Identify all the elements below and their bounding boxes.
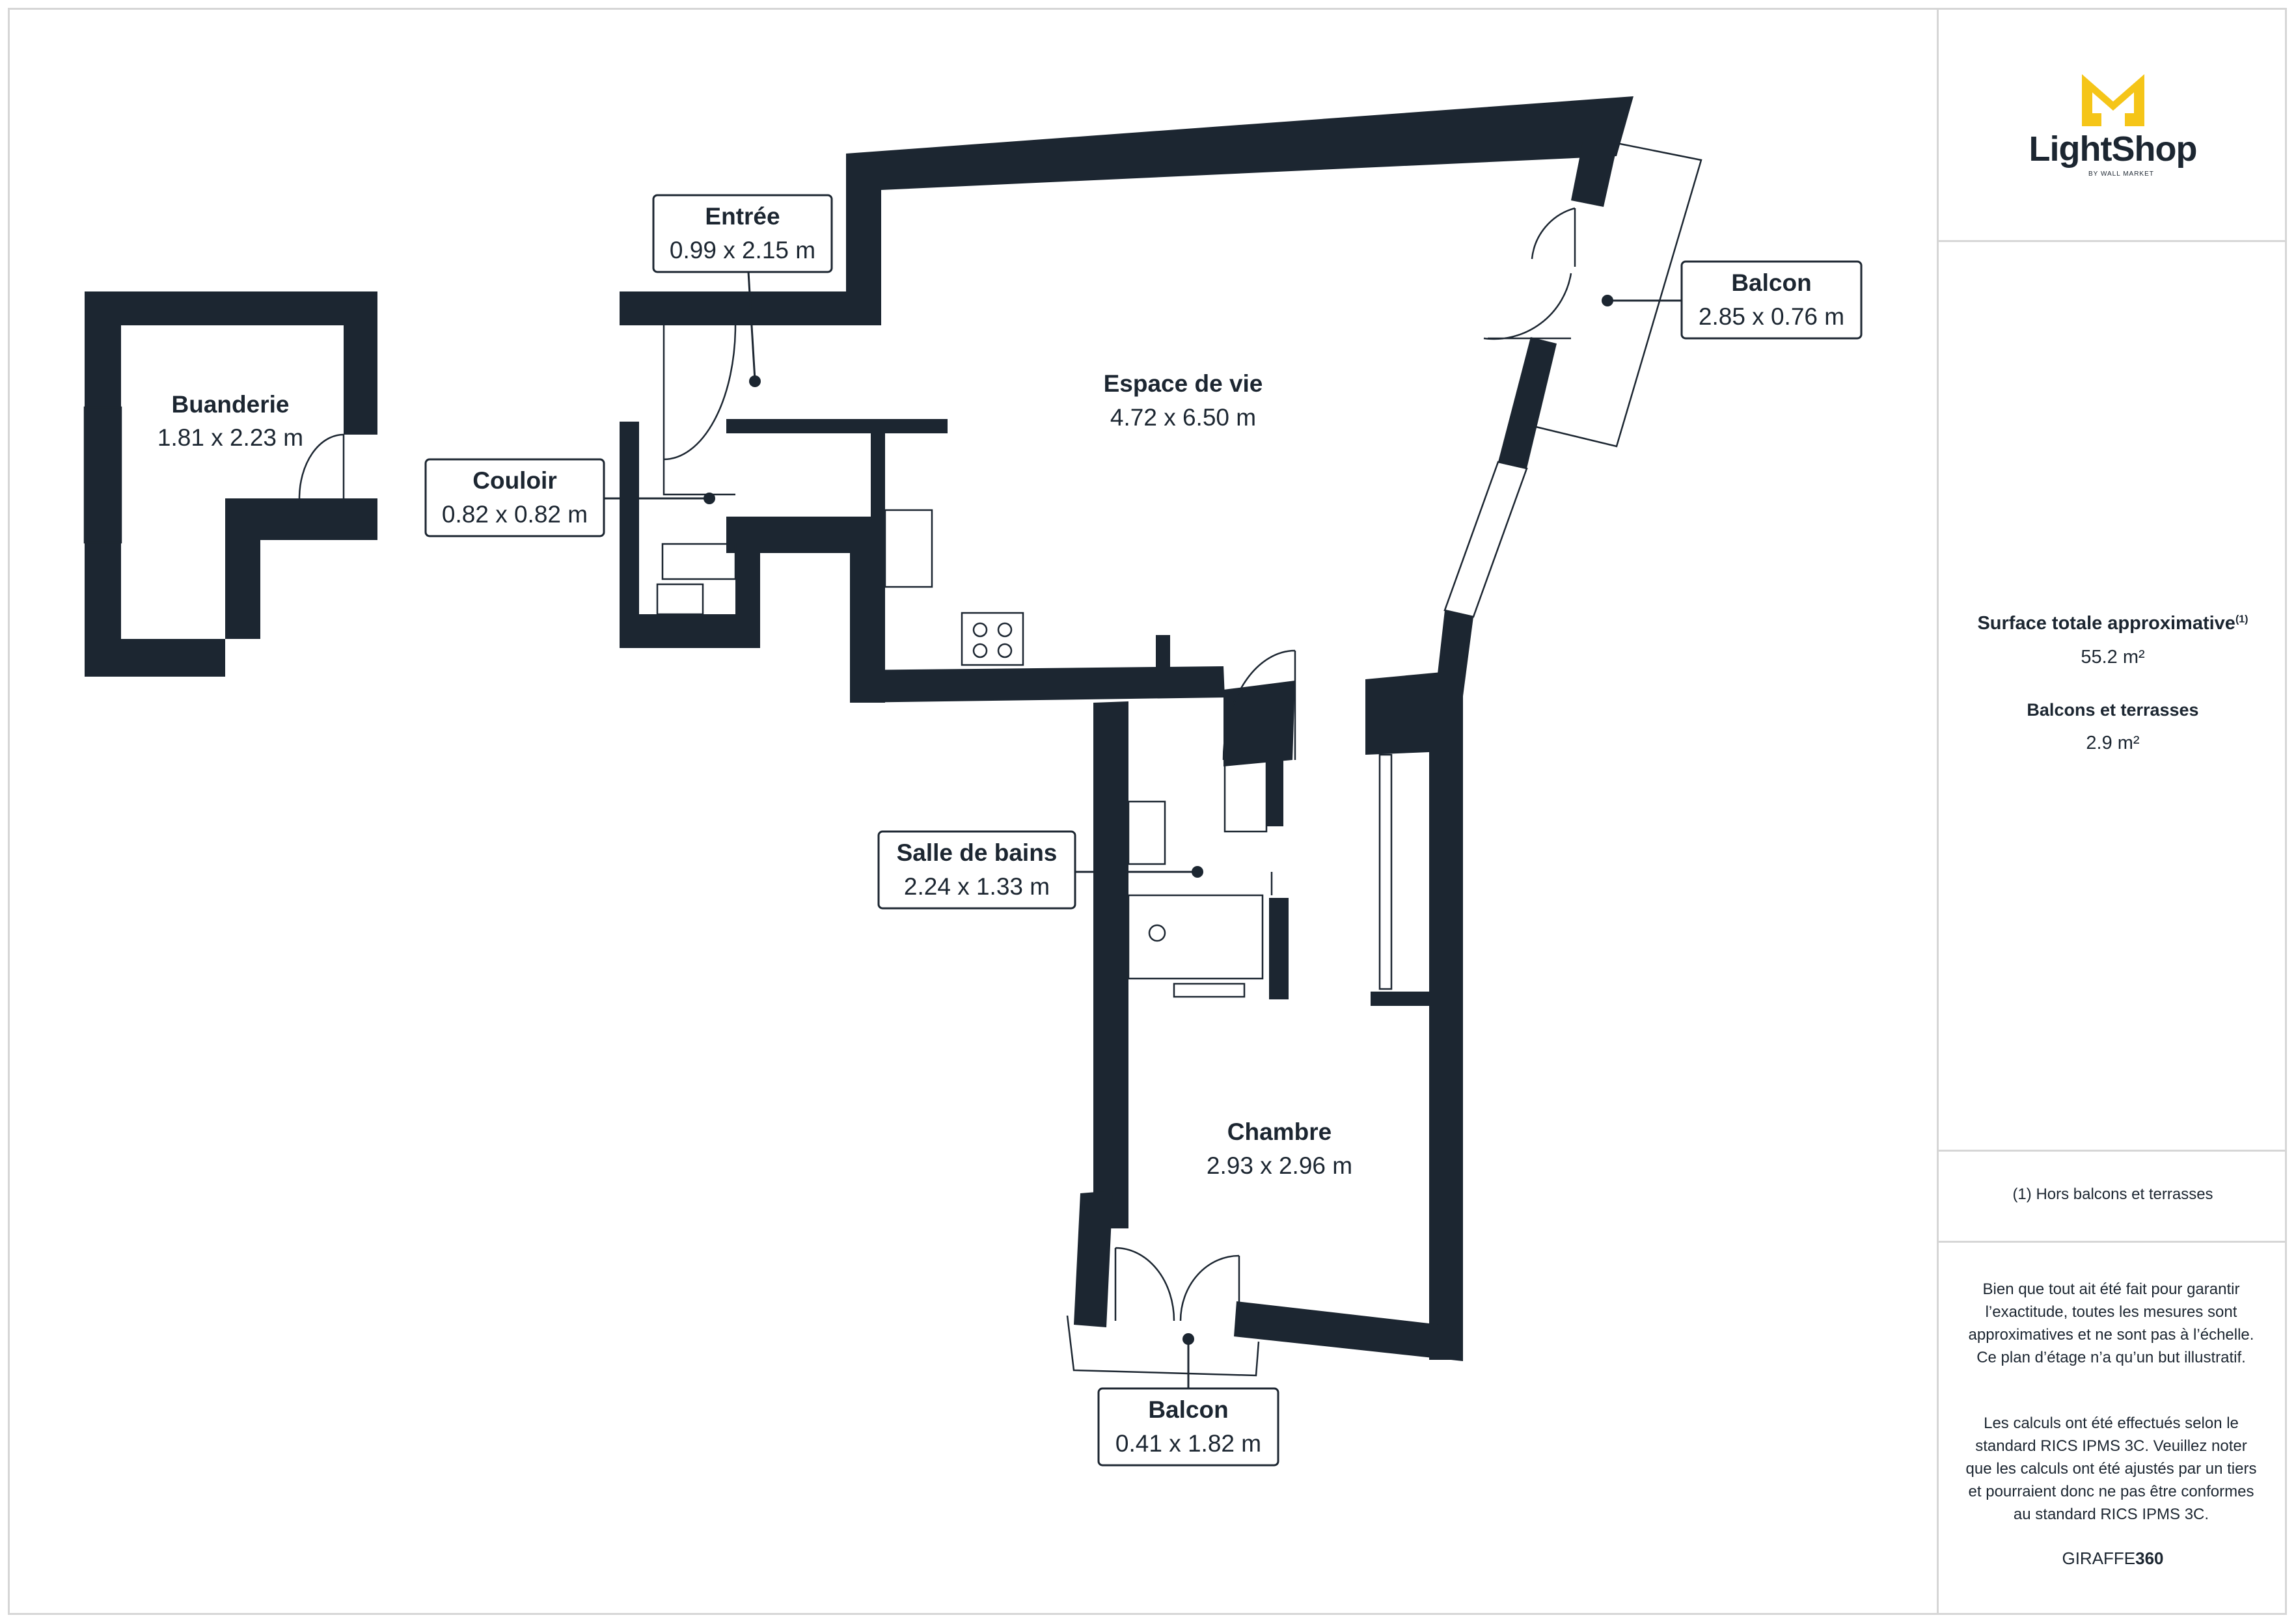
- floor-plan: Entrée 0.99 x 2.15 m Buanderie 1.81 x 2.…: [83, 96, 1863, 1467]
- page-frame: [8, 8, 2287, 1615]
- room-buanderie: Buanderie 1.81 x 2.23 m: [157, 391, 303, 451]
- footnote-mark: (1): [2235, 614, 2248, 625]
- balcony-bottom: [1066, 1315, 1260, 1377]
- logo-subtitle: BY WALL MARKET: [2088, 170, 2154, 178]
- room-name: Salle de bains: [897, 839, 1058, 866]
- balcony-bottom-door: [1114, 1247, 1240, 1321]
- hob: [961, 612, 1024, 666]
- room-dims: 1.81 x 2.23 m: [157, 424, 303, 451]
- room-dims: 2.85 x 0.76 m: [1699, 303, 1844, 330]
- room-dims: 0.82 x 0.82 m: [442, 501, 588, 528]
- basin: [656, 583, 704, 616]
- room-dims: 0.99 x 2.15 m: [670, 237, 815, 264]
- living-top-wall: [846, 96, 1633, 325]
- bath-window: [1173, 982, 1246, 998]
- chambre-door: [1222, 649, 1296, 761]
- footnote-text: (1) Hors balcons et terrasses: [2012, 1185, 2213, 1203]
- brand-text: GIRAFFE360: [2062, 1549, 2164, 1568]
- chambre-bottom-wall: [1234, 1301, 1463, 1361]
- disclaimer-2: Les calculs ont été effectués selon le s…: [1965, 1414, 2257, 1523]
- bath-basin: [1127, 800, 1166, 865]
- crown-logo-icon: [2082, 74, 2144, 126]
- chambre-left-wall: [1093, 701, 1128, 1228]
- balcony-door-2: [1531, 207, 1576, 267]
- disclaimer-1: Bien que tout ait été fait pour garantir…: [1968, 1280, 2254, 1366]
- total-area-label: Surface totale approximative(1): [1977, 613, 2248, 634]
- room-dims: 2.24 x 1.33 m: [904, 873, 1050, 900]
- chimney: [1156, 635, 1170, 671]
- sidebar: LightShop BY WALL MARKET Surface totale …: [1937, 8, 2287, 1615]
- living-right-wall-top: [1571, 142, 1617, 207]
- total-area-value: 55.2 m²: [2081, 647, 2145, 668]
- balcony-door: [1483, 273, 1572, 340]
- chambre-divider: [1371, 992, 1429, 1006]
- kitchen-divider: [871, 432, 885, 517]
- living-bottom-wall: [850, 666, 1225, 703]
- room-balcon-2: Balcon 0.41 x 1.82 m: [1097, 1333, 1279, 1467]
- room-name: Entrée: [705, 203, 780, 230]
- kitchen-counter-wall: [726, 419, 948, 433]
- logo-section: LightShop BY WALL MARKET: [1939, 8, 2287, 242]
- balcony-top: [1535, 142, 1702, 448]
- buanderie-door: [298, 433, 345, 499]
- room-name: Buanderie: [172, 391, 290, 418]
- bath-right-wall: [1269, 898, 1289, 999]
- walls: [85, 96, 1633, 1361]
- sink: [884, 509, 933, 588]
- living-right-wall: [1498, 337, 1557, 468]
- room-name: Balcon: [1148, 1396, 1228, 1423]
- area-section: Surface totale approximative(1) 55.2 m² …: [1939, 242, 2287, 1152]
- room-entree: Entrée 0.99 x 2.15 m: [652, 194, 833, 387]
- room-couloir: Couloir 0.82 x 0.82 m: [424, 458, 715, 537]
- fixtures: [83, 142, 1702, 1377]
- room-chambre: Chambre 2.93 x 2.96 m: [1207, 1118, 1352, 1179]
- wc: [661, 543, 737, 580]
- footnote-section: (1) Hors balcons et terrasses: [1939, 1152, 2287, 1243]
- chambre-corner: [1365, 670, 1463, 1360]
- room-dims: 0.41 x 1.82 m: [1115, 1430, 1261, 1457]
- living-bottom-right: [1223, 681, 1295, 766]
- room-balcon-1: Balcon 2.85 x 0.76 m: [1602, 260, 1863, 340]
- shower: [1127, 894, 1264, 980]
- balcony-area-label: Balcons et terrasses: [2027, 700, 2199, 720]
- room-espace-de-vie: Espace de vie 4.72 x 6.50 m: [1104, 370, 1263, 431]
- balcony-area-value: 2.9 m²: [2086, 733, 2140, 753]
- room-name: Balcon: [1731, 269, 1811, 296]
- balcony-left-wall: [1074, 1191, 1113, 1327]
- room-name: Espace de vie: [1104, 370, 1263, 397]
- couloir-door: [663, 459, 735, 496]
- bath-toilet: [1223, 760, 1268, 833]
- couloir-walls: [620, 422, 760, 648]
- bath-stub: [1266, 759, 1283, 826]
- disclaimer-section: Bien que tout ait été fait pour garantir…: [1939, 1243, 2287, 1615]
- entree-door: [663, 325, 737, 461]
- room-name: Couloir: [472, 467, 556, 494]
- buanderie-walls: [85, 291, 377, 677]
- logo-text: LightShop: [2029, 129, 2198, 169]
- room-salle-de-bains: Salle de bains 2.24 x 1.33 m: [877, 830, 1203, 910]
- room-name: Chambre: [1227, 1118, 1332, 1145]
- sliding-wardrobe: [1378, 753, 1393, 990]
- living-window: [1443, 461, 1528, 618]
- room-dims: 2.93 x 2.96 m: [1207, 1152, 1352, 1179]
- room-dims: 4.72 x 6.50 m: [1110, 404, 1256, 431]
